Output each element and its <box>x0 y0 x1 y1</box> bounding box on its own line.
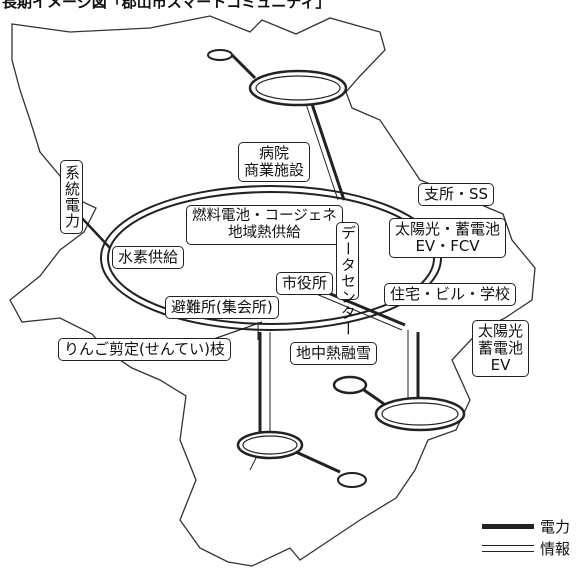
label-solar2-line2: 蓄電池 <box>478 339 524 357</box>
label-fuel-cell-line2: 地域熱供給 <box>228 225 301 241</box>
page-title: 長期イメージ図「郡山市スマートコミュニティ」 <box>2 0 331 11</box>
label-data-center: データ センター <box>336 222 359 337</box>
legend-info: 情報 <box>482 538 570 559</box>
legend-power: 電力 <box>482 516 570 537</box>
main-info-ring <box>107 191 435 325</box>
city-outline <box>9 15 536 567</box>
label-hospital-line1: 病院 <box>259 144 290 162</box>
label-city-hall: 市役所 <box>276 272 334 295</box>
label-hydrogen: 水素供給 <box>112 246 185 269</box>
label-data-center-line1: データ <box>339 225 357 273</box>
label-solar2-line3: EV <box>490 356 511 374</box>
north-node <box>207 49 348 201</box>
grid-power-line <box>79 215 111 249</box>
label-solar-ev: 太陽光・蓄電池 EV・FCV <box>389 218 507 258</box>
label-shelter: 避難所(集会所) <box>165 296 279 319</box>
legend-power-swatch <box>482 524 534 529</box>
label-solar2-line1: 太陽光 <box>478 322 524 340</box>
southwest-node <box>236 322 367 488</box>
label-fuel-cell-line1: 燃料電池・コージェネ <box>192 208 337 224</box>
label-apple: りんご剪定(せんてい)枝 <box>58 338 231 361</box>
label-geothermal: 地中熱融雪 <box>290 342 378 365</box>
label-solar-ev-line1: 太陽光・蓄電池 <box>395 220 501 238</box>
label-housing: 住宅・ビル・学校 <box>384 283 517 306</box>
legend-info-swatch <box>482 545 534 552</box>
label-grid-power: 系統電力 <box>60 160 83 234</box>
label-solar-ev-line2: EV・FCV <box>415 237 480 255</box>
label-branch-ss: 支所・SS <box>418 183 495 206</box>
legend-power-label: 電力 <box>540 518 571 536</box>
label-data-center-line2: センター <box>339 273 357 337</box>
label-hospital-line2: 商業施設 <box>244 161 305 179</box>
label-fuel-cell: 燃料電池・コージェネ 地域熱供給 <box>186 205 343 245</box>
label-solar2: 太陽光 蓄電池 EV <box>472 320 530 377</box>
legend-info-label: 情報 <box>540 540 571 558</box>
main-power-ring <box>100 185 442 331</box>
label-hospital: 病院 商業施設 <box>238 142 311 182</box>
